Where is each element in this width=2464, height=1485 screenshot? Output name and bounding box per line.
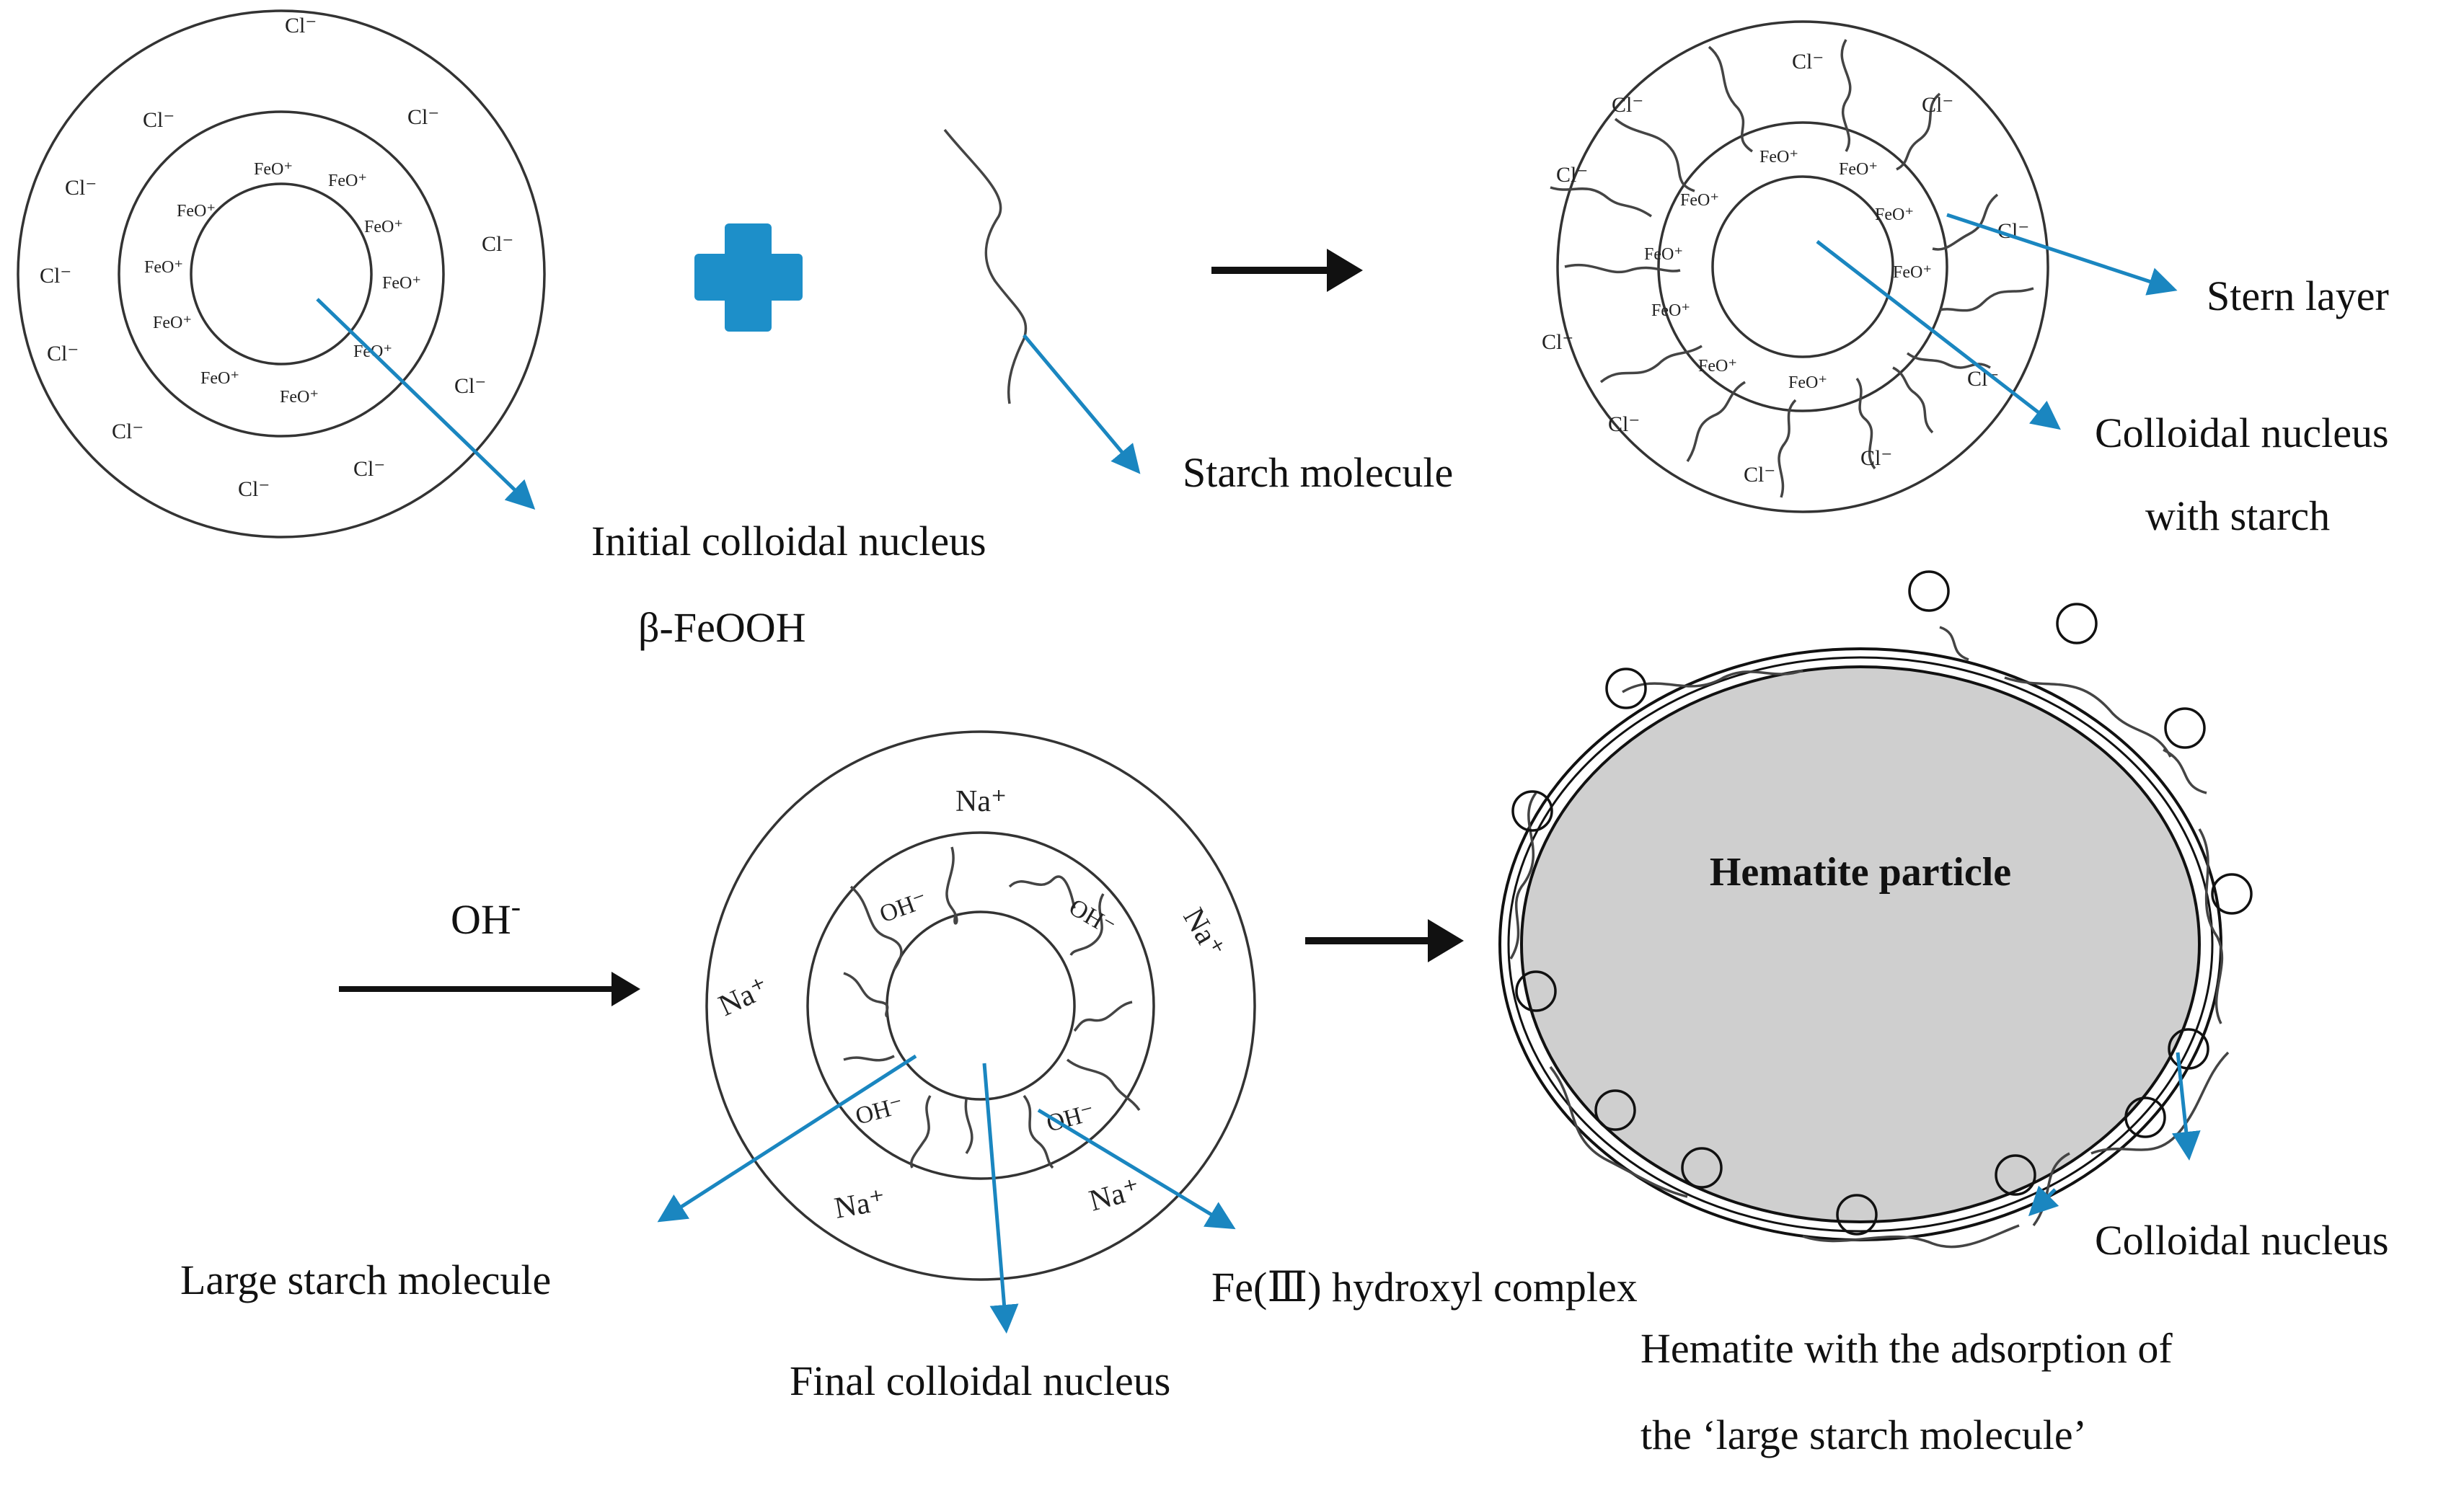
ion-feo: FeO⁺ bbox=[364, 218, 403, 236]
ion-feo: FeO⁺ bbox=[254, 160, 293, 179]
hydroxide-reagent-charge: - bbox=[511, 890, 521, 923]
plus-icon bbox=[694, 223, 803, 332]
hematite-core bbox=[1520, 665, 2201, 1223]
ion-feo: FeO⁺ bbox=[200, 369, 239, 388]
ion-cl: Cl⁻ bbox=[285, 14, 317, 37]
ion-na: Na⁺ bbox=[1176, 903, 1230, 964]
ion-cl: Cl⁻ bbox=[482, 232, 513, 256]
initial-nucleus-pointer-arrow bbox=[316, 298, 536, 510]
ion-na: Na⁺ bbox=[714, 971, 774, 1023]
starch-molecule-diagram: Starch molecule bbox=[943, 128, 1453, 496]
ion-cl: Cl⁻ bbox=[1542, 330, 1573, 354]
initial-nucleus-diagram: Cl⁻ Cl⁻ Cl⁻ Cl⁻ Cl⁻ Cl⁻ Cl⁻ Cl⁻ Cl⁻ Cl⁻ … bbox=[17, 9, 986, 651]
final-nucleus-diagram: Na⁺ Na⁺ Na⁺ Na⁺ Na⁺ OH⁻ OH⁻ OH⁻ OH⁻ Larg… bbox=[180, 730, 1638, 1404]
large-starch-chains bbox=[843, 846, 1141, 1169]
ion-cl: Cl⁻ bbox=[238, 477, 270, 501]
starch-pointer-arrow bbox=[1023, 334, 1141, 474]
ion-feo: FeO⁺ bbox=[328, 172, 367, 190]
starch-molecule-label: Starch molecule bbox=[1183, 449, 1453, 496]
hydroxide-step: OH- bbox=[339, 890, 640, 1006]
hydroxide-reagent-text: OH bbox=[451, 896, 511, 943]
ion-cl: Cl⁻ bbox=[1608, 412, 1640, 436]
ion-cl: Cl⁻ bbox=[143, 108, 175, 132]
ion-cl: Cl⁻ bbox=[65, 176, 97, 200]
large-starch-label: Large starch molecule bbox=[180, 1256, 551, 1303]
fe-complex-pointer-arrow bbox=[1037, 1108, 1236, 1230]
stern-layer-pointer-arrow bbox=[1946, 213, 2178, 296]
stern-layer-label: Stern layer bbox=[2207, 272, 2389, 319]
large-starch-pointer-arrow bbox=[657, 1054, 917, 1223]
ion-na: Na⁺ bbox=[832, 1184, 888, 1225]
ion-feo: FeO⁺ bbox=[1759, 148, 1798, 167]
colloidal-nucleus-label: Colloidal nucleus bbox=[2095, 1217, 2389, 1264]
ion-feo: FeO⁺ bbox=[1651, 301, 1690, 320]
ion-feo: FeO⁺ bbox=[1893, 263, 1932, 282]
ion-cl: Cl⁻ bbox=[47, 342, 79, 365]
hematite-particle-label: Hematite particle bbox=[1710, 850, 2011, 895]
ion-feo: FeO⁺ bbox=[1680, 191, 1719, 210]
ion-feo: FeO⁺ bbox=[1839, 160, 1878, 179]
ion-cl: Cl⁻ bbox=[1792, 50, 1824, 74]
nucleus-with-starch-label-line2: with starch bbox=[2145, 492, 2330, 539]
ion-na: Na⁺ bbox=[1086, 1173, 1144, 1218]
ion-feo: FeO⁺ bbox=[177, 202, 216, 221]
ion-cl: Cl⁻ bbox=[353, 457, 385, 481]
ion-cl: Cl⁻ bbox=[1744, 463, 1775, 487]
colloidal-nucleus-down-arrow bbox=[2171, 1052, 2201, 1161]
adsorbed-starch-chains bbox=[1550, 39, 2034, 498]
ion-feo: FeO⁺ bbox=[382, 274, 421, 293]
nucleus-with-starch-diagram: Cl⁻ Cl⁻ Cl⁻ Cl⁻ Cl⁻ Cl⁻ Cl⁻ Cl⁻ Cl⁻ Cl⁻ … bbox=[1542, 20, 2389, 539]
ion-cl: Cl⁻ bbox=[1556, 163, 1588, 187]
beta-feooh-label: β-FeOOH bbox=[638, 604, 805, 651]
ion-oh: OH⁻ bbox=[852, 1092, 906, 1130]
ion-oh: OH⁻ bbox=[876, 887, 931, 928]
adsorbed-starch-tangles bbox=[1509, 626, 2230, 1249]
ion-cl: Cl⁻ bbox=[1922, 93, 1953, 117]
ion-feo: FeO⁺ bbox=[1698, 357, 1737, 376]
ion-cl: Cl⁻ bbox=[1860, 446, 1892, 470]
inner-feo-ions: FeO⁺ FeO⁺ FeO⁺ FeO⁺ FeO⁺ FeO⁺ FeO⁺ FeO⁺ … bbox=[144, 160, 421, 407]
ion-feo: FeO⁺ bbox=[1644, 245, 1683, 264]
ion-feo: FeO⁺ bbox=[280, 388, 319, 407]
ion-feo: FeO⁺ bbox=[1788, 373, 1827, 392]
ion-feo: FeO⁺ bbox=[144, 258, 183, 277]
outer-chloride-ions: Cl⁻ Cl⁻ Cl⁻ Cl⁻ Cl⁻ Cl⁻ Cl⁻ Cl⁻ Cl⁻ Cl⁻ bbox=[1542, 50, 2029, 487]
hematite-caption-line1: Hematite with the adsorption of bbox=[1641, 1325, 2173, 1372]
ion-cl: Cl⁻ bbox=[40, 264, 71, 288]
outer-chloride-ions: Cl⁻ Cl⁻ Cl⁻ Cl⁻ Cl⁻ Cl⁻ Cl⁻ Cl⁻ Cl⁻ Cl⁻ … bbox=[40, 14, 513, 501]
colloidal-nucleus-short-arrow bbox=[2028, 1185, 2059, 1217]
nucleus-with-starch-label: Colloidal nucleus bbox=[2095, 409, 2389, 456]
ion-cl: Cl⁻ bbox=[407, 105, 439, 129]
nucleus-with-starch-pointer-arrow bbox=[1816, 240, 2061, 430]
initial-nucleus-label: Initial colloidal nucleus bbox=[591, 518, 986, 564]
hematite-starch-shell bbox=[1507, 656, 2214, 1233]
colloidal-nuclei-beads bbox=[1511, 570, 2253, 1236]
ion-feo: FeO⁺ bbox=[153, 314, 192, 332]
starch-chain bbox=[943, 128, 1028, 404]
final-nucleus-label: Final colloidal nucleus bbox=[790, 1357, 1170, 1404]
ion-na: Na⁺ bbox=[955, 785, 1007, 818]
ion-cl: Cl⁻ bbox=[454, 374, 486, 398]
ion-feo: FeO⁺ bbox=[1875, 205, 1914, 224]
hydroxide-reagent-label: OH- bbox=[451, 890, 521, 943]
fe-complex-label: Fe(Ⅲ) hydroxyl complex bbox=[1211, 1264, 1638, 1311]
inner-feo-ions: FeO⁺ FeO⁺ FeO⁺ FeO⁺ FeO⁺ FeO⁺ FeO⁺ FeO⁺ … bbox=[1644, 148, 1932, 392]
hematite-particle-diagram: Hematite particle Colloidal nucleus Hema… bbox=[1498, 570, 2389, 1458]
hematite-caption-line2: the ‘large starch molecule’ bbox=[1641, 1411, 2087, 1458]
ion-cl: Cl⁻ bbox=[112, 420, 143, 443]
final-nucleus-pointer-arrow bbox=[982, 1063, 1019, 1334]
ion-cl: Cl⁻ bbox=[1612, 93, 1643, 117]
